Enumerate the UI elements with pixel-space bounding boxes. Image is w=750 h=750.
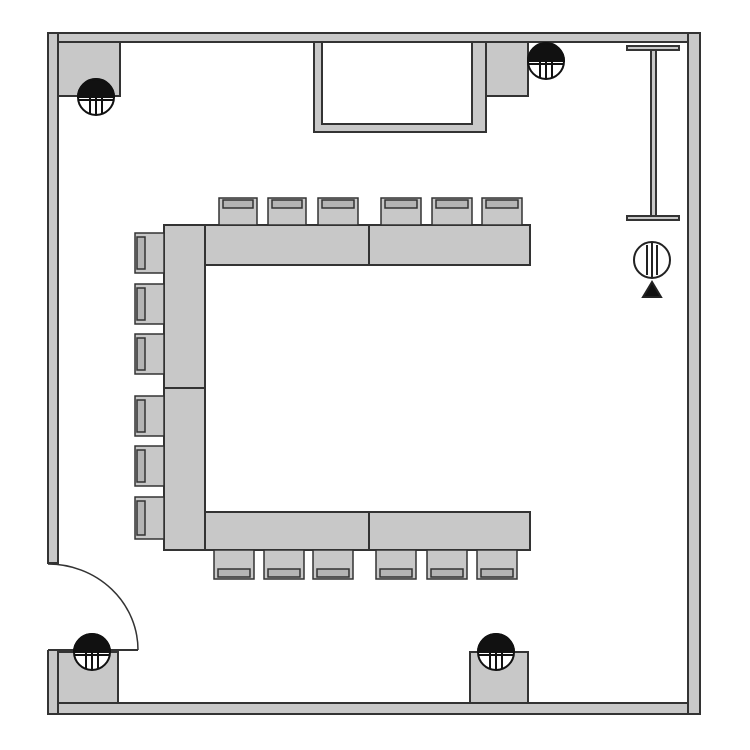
ceiling-lights (72, 42, 566, 671)
chair (213, 549, 255, 580)
chair (134, 232, 165, 274)
table-top-2 (368, 224, 531, 266)
wall-right (687, 32, 701, 715)
chair (263, 549, 305, 580)
light-icon (476, 633, 516, 671)
chair (426, 549, 468, 580)
chair (134, 395, 165, 437)
chair (476, 549, 518, 580)
wall-left-lower (47, 649, 59, 715)
light-icon (526, 42, 566, 80)
chair (380, 197, 422, 226)
window-alcove (313, 41, 487, 133)
chairs-left (134, 232, 165, 540)
chairs-bottom (213, 549, 518, 580)
chair (134, 445, 165, 487)
light-icon (76, 78, 116, 116)
chair (317, 197, 359, 226)
tables (163, 224, 531, 551)
chair (375, 549, 417, 580)
door (46, 563, 139, 651)
wall-top (47, 32, 701, 43)
screen-pole (650, 49, 657, 217)
chair (134, 283, 165, 325)
chair (481, 197, 523, 226)
wall-left-upper (47, 32, 59, 564)
door-swing-arc (47, 563, 139, 651)
wall-bottom (47, 702, 701, 715)
chair (312, 549, 354, 580)
pole-screen (626, 45, 680, 221)
screen-bottom-bar (626, 215, 680, 221)
light-icon (72, 633, 112, 671)
chair (267, 197, 307, 226)
table-bottom-1 (204, 511, 370, 551)
room-walls (47, 32, 701, 715)
door-gap (46, 564, 60, 650)
chair (134, 496, 165, 540)
chair (134, 333, 165, 375)
chair (431, 197, 473, 226)
outlet-arrow-icon (641, 280, 663, 298)
chair (218, 197, 258, 226)
wall-outlet (633, 241, 671, 298)
table-bottom-2 (368, 511, 531, 551)
pilasters (57, 41, 529, 704)
table-left-1 (163, 224, 206, 389)
table-top-1 (204, 224, 370, 266)
alcove-inner (321, 41, 473, 125)
chairs-top (218, 197, 523, 226)
table-left-2 (163, 387, 206, 551)
